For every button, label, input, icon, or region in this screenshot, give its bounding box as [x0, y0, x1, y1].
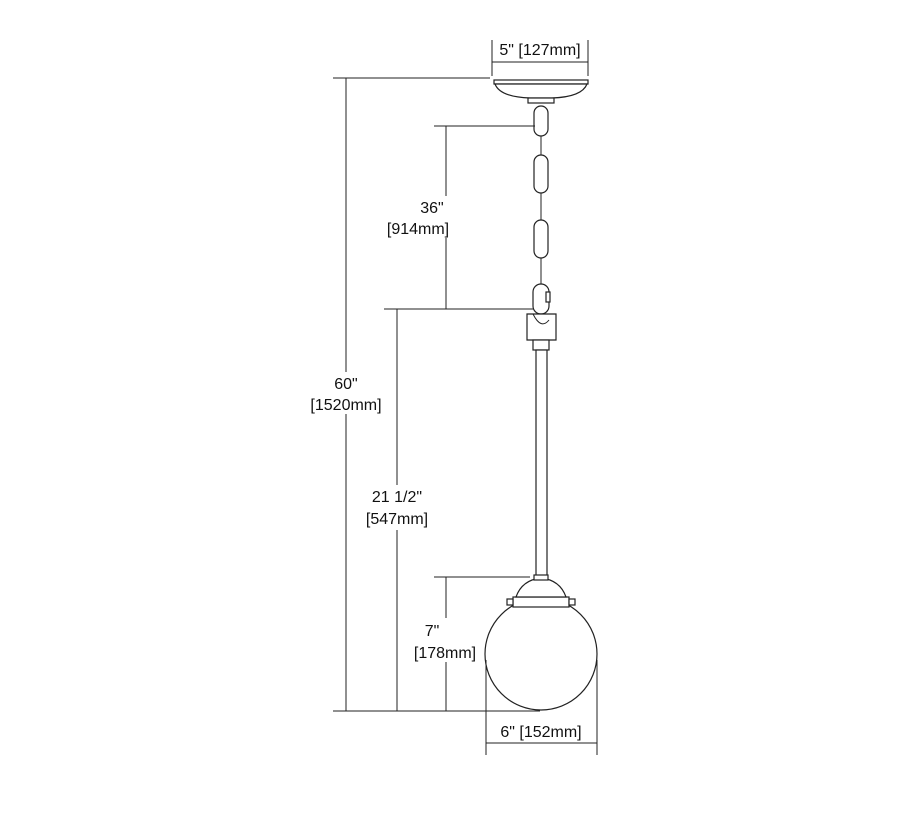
globe-shade — [484, 574, 598, 711]
shade-height-imperial: 7" — [425, 623, 440, 640]
chain-length-metric: [914mm] — [387, 221, 449, 238]
canopy-width-dimension: 5" [127mm] — [491, 40, 589, 76]
chain-length-dimension: 36" [914mm] — [384, 125, 535, 310]
ceiling-canopy — [493, 79, 589, 104]
chain — [532, 105, 551, 315]
overall-height-metric: [1520mm] — [310, 397, 381, 414]
canopy-width-label: 5" [127mm] — [499, 42, 580, 59]
chain-length-imperial: 36" — [420, 200, 443, 217]
overall-height-dimension: 60" [1520mm] — [310, 77, 540, 712]
shade-width-label: 6" [152mm] — [500, 724, 581, 741]
shade-height-dimension: 7" [178mm] — [414, 576, 530, 711]
fixture-height-metric: [547mm] — [366, 511, 428, 528]
shade-width-dimension: 6" [152mm] — [485, 660, 598, 755]
shade-height-metric: [178mm] — [414, 645, 476, 662]
fixture-height-dimension: 21 1/2" [547mm] — [366, 309, 428, 711]
overall-height-imperial: 60" — [334, 376, 357, 393]
fixture-height-imperial: 21 1/2" — [372, 489, 422, 506]
stem-assembly — [526, 313, 557, 581]
